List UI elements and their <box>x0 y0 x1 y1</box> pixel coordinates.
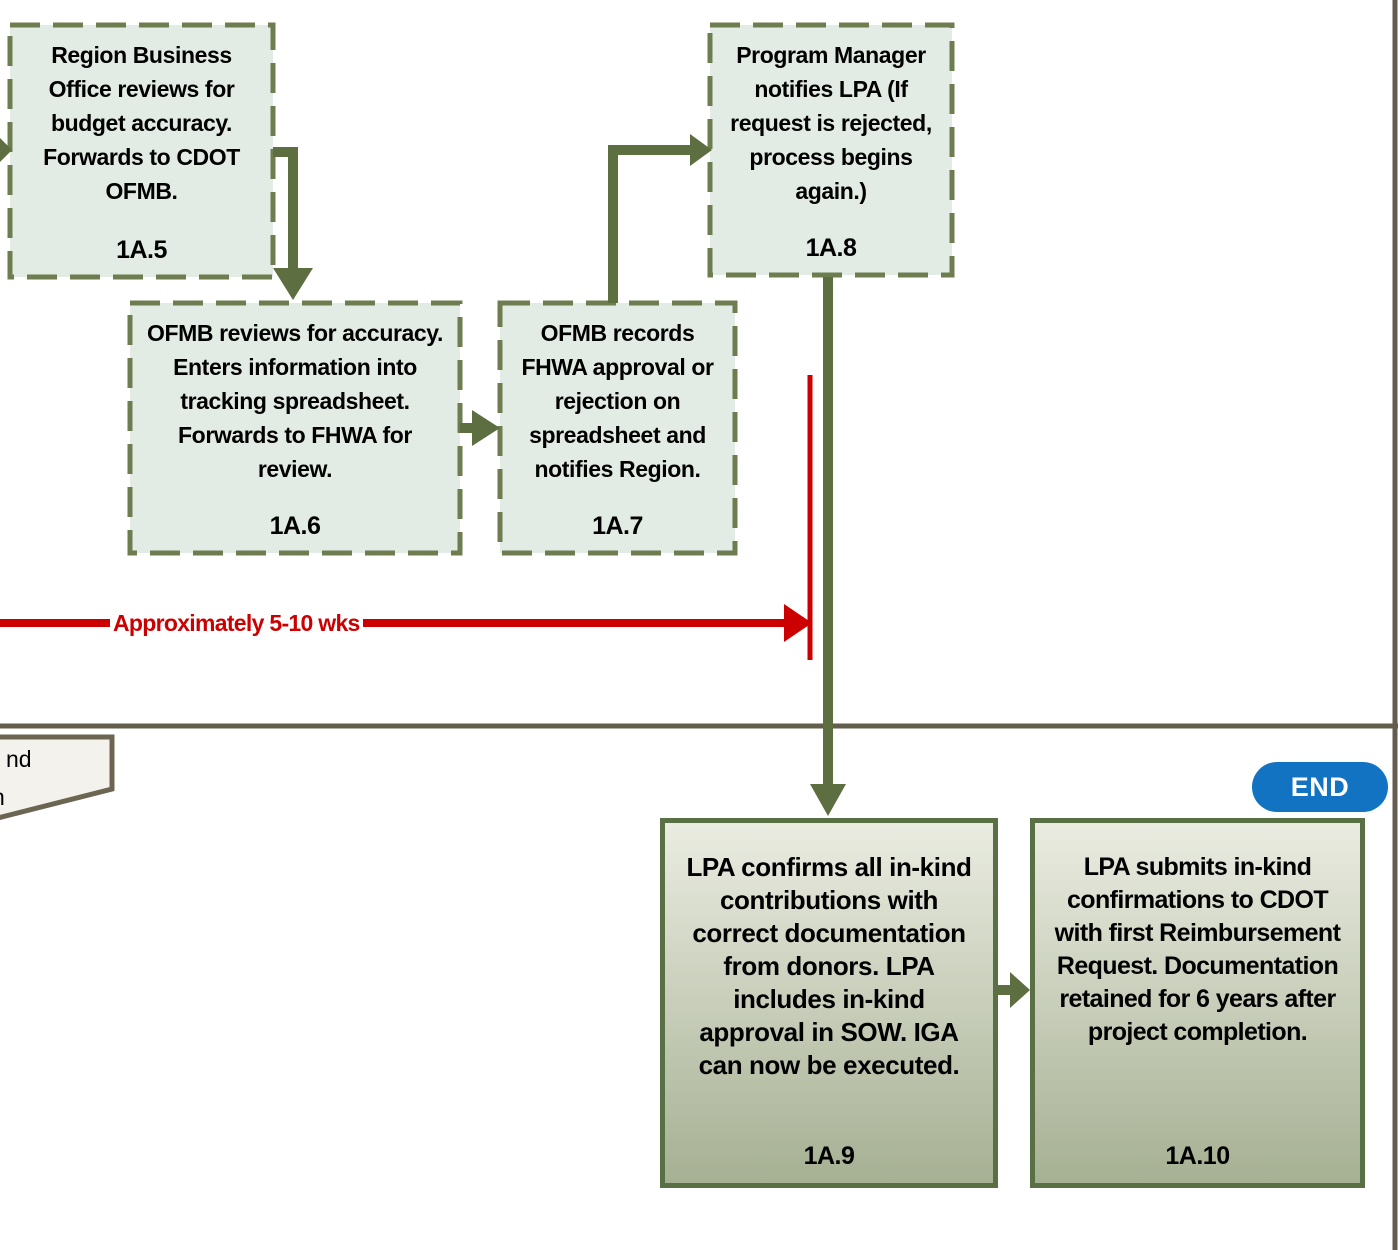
process-box-1a7-id: 1A.7 <box>592 512 643 540</box>
offpage-connector-text-fragment: n <box>0 784 5 810</box>
timeline-duration-label: Approximately 5-10 wks <box>110 608 363 638</box>
process-box-1a5-id: 1A.5 <box>116 236 167 264</box>
connector-1a5-to-1a6 <box>273 147 298 270</box>
offpage-connector-text-fragment: nd <box>6 746 32 772</box>
arrowhead-into-1a9-icon <box>810 784 846 816</box>
process-box-1a5: Region Business Office reviews for budge… <box>10 25 273 277</box>
arrowhead-into-1a10-icon <box>1010 972 1030 1008</box>
process-box-1a9-text: LPA confirms all in-kind contributions w… <box>686 852 972 1080</box>
arrowhead-into-1a8-icon <box>690 134 712 166</box>
process-box-1a6: OFMB reviews for accuracy. Enters inform… <box>130 303 460 553</box>
process-box-1a7-text: OFMB records FHWA approval or rejection … <box>521 320 714 482</box>
process-box-1a9: LPA confirms all in-kind contributions w… <box>660 818 998 1188</box>
connector-1a7-to-1a8 <box>608 145 690 303</box>
process-box-1a8: Program Manager notifies LPA (If request… <box>710 25 952 275</box>
process-box-1a7: OFMB records FHWA approval or rejection … <box>500 303 735 553</box>
process-box-1a10-id: 1A.10 <box>1165 1142 1230 1170</box>
process-box-1a6-text: OFMB reviews for accuracy. Enters inform… <box>147 320 443 482</box>
process-box-1a8-text: Program Manager notifies LPA (If request… <box>730 42 932 204</box>
arrowhead-into-1a7-icon <box>472 410 500 446</box>
end-terminator: END <box>1252 762 1388 812</box>
process-box-1a9-id: 1A.9 <box>803 1142 855 1170</box>
process-box-1a10: LPA submits in-kind confirmations to CDO… <box>1030 818 1365 1188</box>
arrowhead-into-1a6-icon <box>273 268 313 300</box>
process-box-1a6-id: 1A.6 <box>269 512 321 540</box>
timeline-arrowhead-icon <box>784 604 812 642</box>
process-box-1a10-text: LPA submits in-kind confirmations to CDO… <box>1054 853 1341 1046</box>
process-box-1a5-text: Region Business Office reviews for budge… <box>43 42 240 204</box>
process-box-1a8-id: 1A.8 <box>805 234 857 262</box>
